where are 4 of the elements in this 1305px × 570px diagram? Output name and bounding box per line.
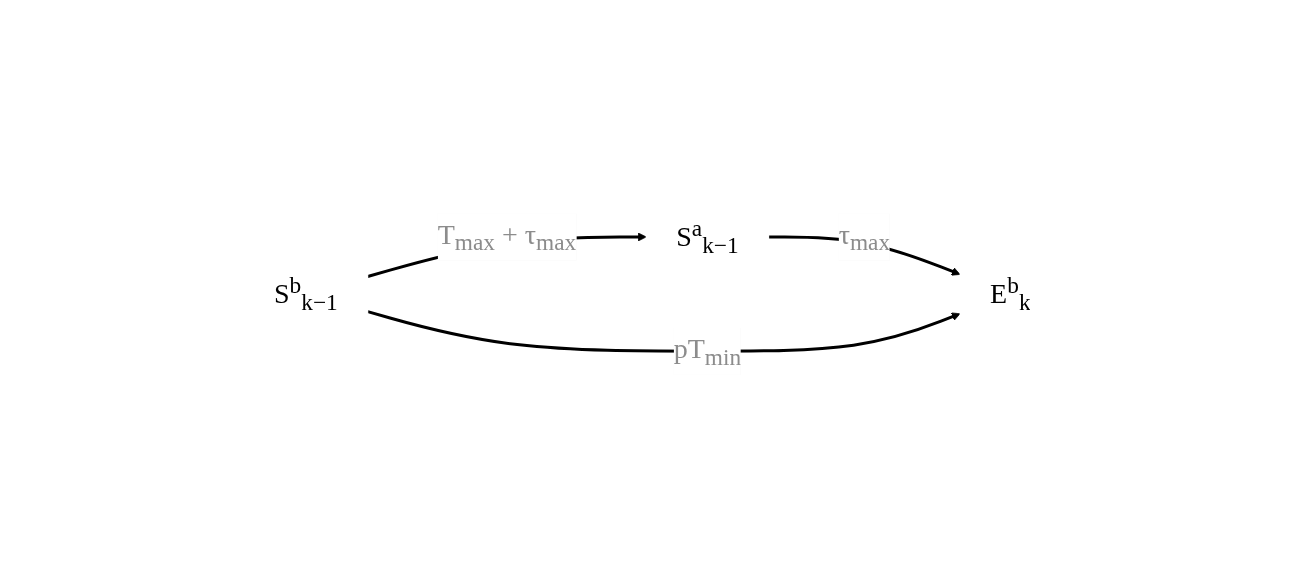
edge-label: pT$_{min}$: [673, 332, 742, 370]
edge-label: τ$_{max}$: [838, 218, 891, 256]
arrow: [367, 309, 961, 353]
edge-label: T$_{max}$ + τ$_{max}$: [437, 218, 577, 256]
